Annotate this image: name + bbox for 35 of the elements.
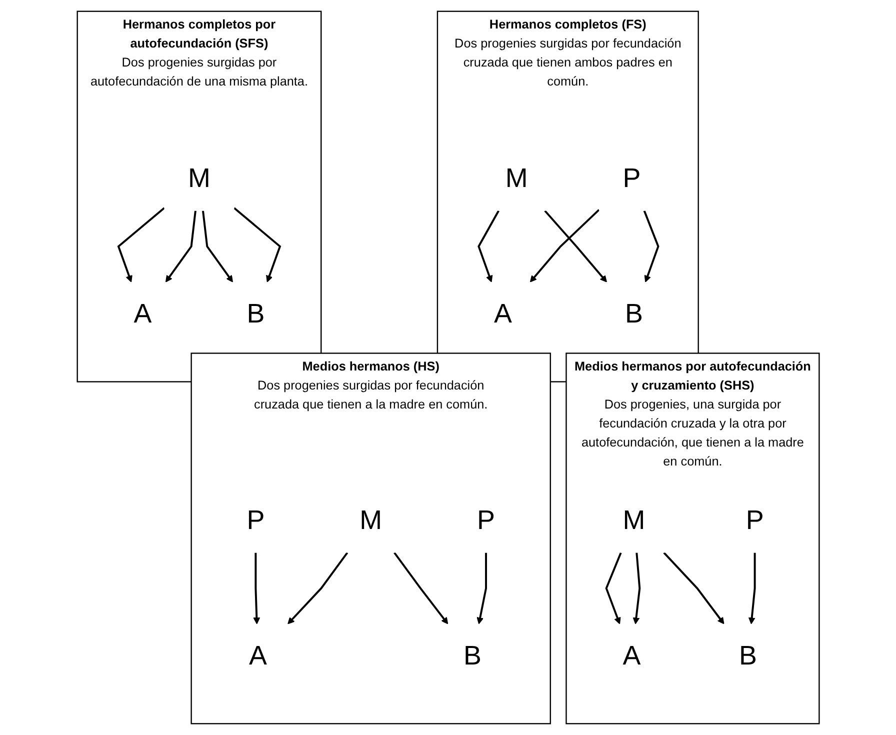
arrow [530,209,600,282]
node-text: P [246,505,264,536]
cluster [190,352,551,724]
diagram: Hermanos completos por autofecundación (SFS) Dos progenies surgidas por autofecundación de una misma planta. Hermanos completos (FS) Dos progenies surgidas por fecundación cruzada que tienen ambos padres en común. Medios hermanos (HS) Dos progenies surgidas por fecundación cruzada que tienen a la madre en común. Medios hermanos por autofecundación y cruzamiento (SHS) Dos progenies, una surgida por fecundación cruzada y la otra por autofecundación, que tienen a la madre en común. M P A B P M P A B M P A B M A B [70,5,826,730]
arrow [165,210,196,282]
node-text: M [505,163,528,194]
node-text: P [622,163,640,194]
cluster [565,352,820,724]
arrow [202,210,233,282]
node-text: A [622,640,640,671]
node-text: A [248,640,267,671]
node-text: B [624,298,643,329]
arrow [477,210,500,282]
node-text: P [746,505,764,536]
arrow [233,207,281,282]
arrow [287,552,348,624]
node-text: M [359,505,382,536]
arrow [476,552,487,624]
arrow [662,552,724,624]
arrow [117,207,165,282]
arrow [748,552,756,624]
node-text: M [188,163,210,194]
node-text: A [494,298,512,329]
node-text: B [246,298,264,329]
node-text: B [738,640,757,671]
node-text: B [463,640,482,671]
arrow [643,210,660,282]
node-text: M [622,505,645,536]
arrow [252,552,260,624]
arrow [605,552,622,624]
node-text: A [134,298,152,329]
arrow [544,210,607,282]
arrow [393,552,448,624]
arrow [632,552,640,624]
node-text: P [476,505,495,536]
